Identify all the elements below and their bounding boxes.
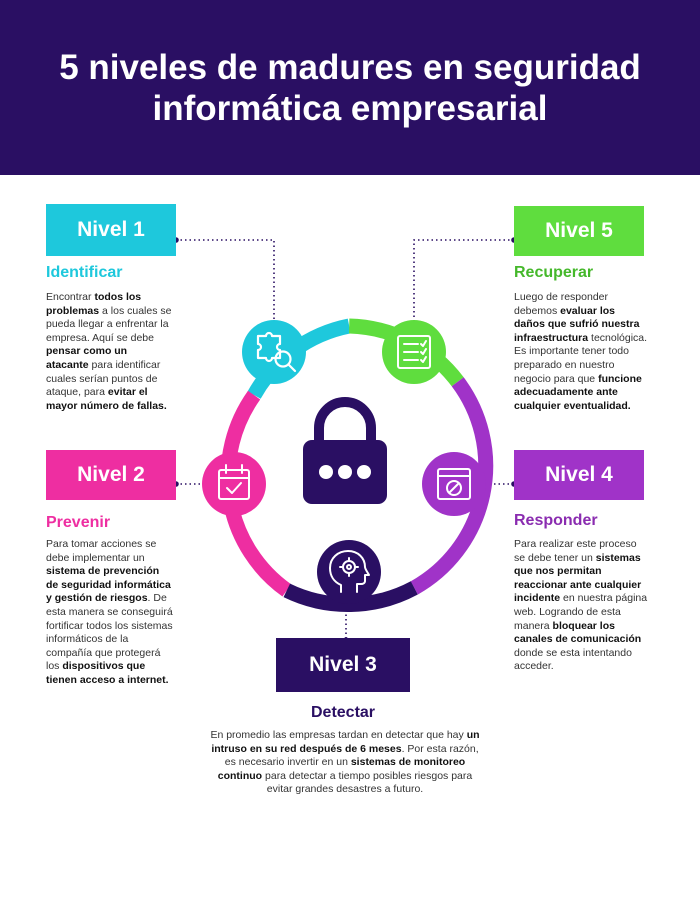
level-description-prevenir: Para tomar acciones se debe implementar … (46, 538, 174, 688)
description-text: tecnológica. Es importante tener todo pr… (514, 331, 648, 385)
level-title-identificar: Identificar (46, 264, 123, 281)
level-box-4: Nivel 4 (514, 450, 644, 500)
description-text: Para tomar acciones se debe implementar … (46, 538, 157, 564)
description-text: . Por esta razón, es necesario invertir … (224, 742, 479, 769)
padlock-icon (303, 397, 387, 504)
calendar-check-icon (218, 464, 250, 500)
node-identificar (242, 320, 306, 384)
level-label: Nivel 3 (309, 653, 377, 676)
level-title-responder: Responder (514, 512, 598, 529)
description-bold-text: sistemas que nos permitan reaccionar ant… (514, 551, 642, 605)
description-text: Luego de responder debemos (514, 291, 608, 317)
level-box-5: Nivel 5 (514, 206, 644, 256)
page-title: 5 niveles de madures en seguridad inform… (59, 47, 641, 128)
description-bold-text: bloquear los canales de comunicación (514, 619, 642, 646)
level-description-detectar: En promedio las empresas tardan en detec… (210, 729, 480, 797)
description-bold-text: sistema de prevención de seguridad infor… (46, 565, 171, 605)
level-description-identificar: Encontrar todos los problemas a los cual… (46, 291, 172, 413)
level-box-1: Nivel 1 (46, 204, 176, 256)
puzzle-magnifier-icon (256, 331, 297, 373)
level-title-recuperar: Recuperar (514, 264, 594, 281)
description-text: En promedio las empresas tardan en detec… (210, 729, 467, 741)
description-text: a los cuales se pueda llegar a enfrentar… (46, 304, 172, 344)
description-bold-text: evaluar los daños que sufrió nuestra inf… (514, 304, 640, 344)
level-title-detectar: Detectar (310, 704, 376, 721)
node-prevenir (202, 452, 266, 516)
checklist-icon (397, 335, 431, 369)
description-bold-text: evitar el mayor número de fallas. (46, 386, 167, 412)
level-label: Nivel 5 (545, 219, 613, 242)
description-text: en nuestra página web. Logrando de esta … (514, 592, 648, 632)
level-label: Nivel 2 (77, 463, 145, 486)
level-box-3: Nivel 3 (276, 638, 410, 692)
description-text: donde se esta intentando acceder. (514, 646, 632, 673)
description-bold-text: dispositivos que tienen acceso a interne… (46, 660, 169, 686)
level-label: Nivel 4 (545, 463, 613, 486)
level-title-prevenir: Prevenir (46, 514, 111, 531)
node-responder (422, 452, 486, 516)
description-text: para identificar cuales serían puntos de… (46, 358, 161, 399)
description-text: . De esta manera se conseguirá fortifica… (46, 592, 173, 673)
head-gear-icon (329, 550, 370, 593)
level-description-responder: Para realizar este proceso se debe tener… (514, 538, 650, 674)
ring-segment-detectar (283, 581, 418, 613)
level-box-2: Nivel 2 (46, 450, 176, 500)
description-text: Para realizar este proceso se debe tener… (514, 538, 637, 564)
level-label: Nivel 1 (77, 218, 145, 241)
description-bold-text: todos los problemas (46, 291, 142, 317)
description-text: para detectar a tiempo posibles riesgos … (262, 769, 473, 796)
description-bold-text: un intruso en su red después de 6 meses (211, 729, 480, 755)
header-banner: 5 niveles de madures en seguridad inform… (0, 0, 700, 175)
description-bold-text: funcione adecuadamente ante cualquier ev… (514, 372, 642, 412)
browser-block-icon (437, 468, 471, 500)
connector-nivel-5 (413, 239, 514, 322)
connector-lines (176, 239, 514, 638)
description-bold-text: pensar como un atacante (46, 345, 128, 371)
description-bold-text: sistemas de monitoreo continuo (217, 756, 466, 782)
level-description-recuperar: Luego de responder debemos evaluar los d… (514, 291, 648, 413)
description-text: Encontrar (46, 291, 95, 303)
connector-nivel-1 (176, 239, 275, 322)
